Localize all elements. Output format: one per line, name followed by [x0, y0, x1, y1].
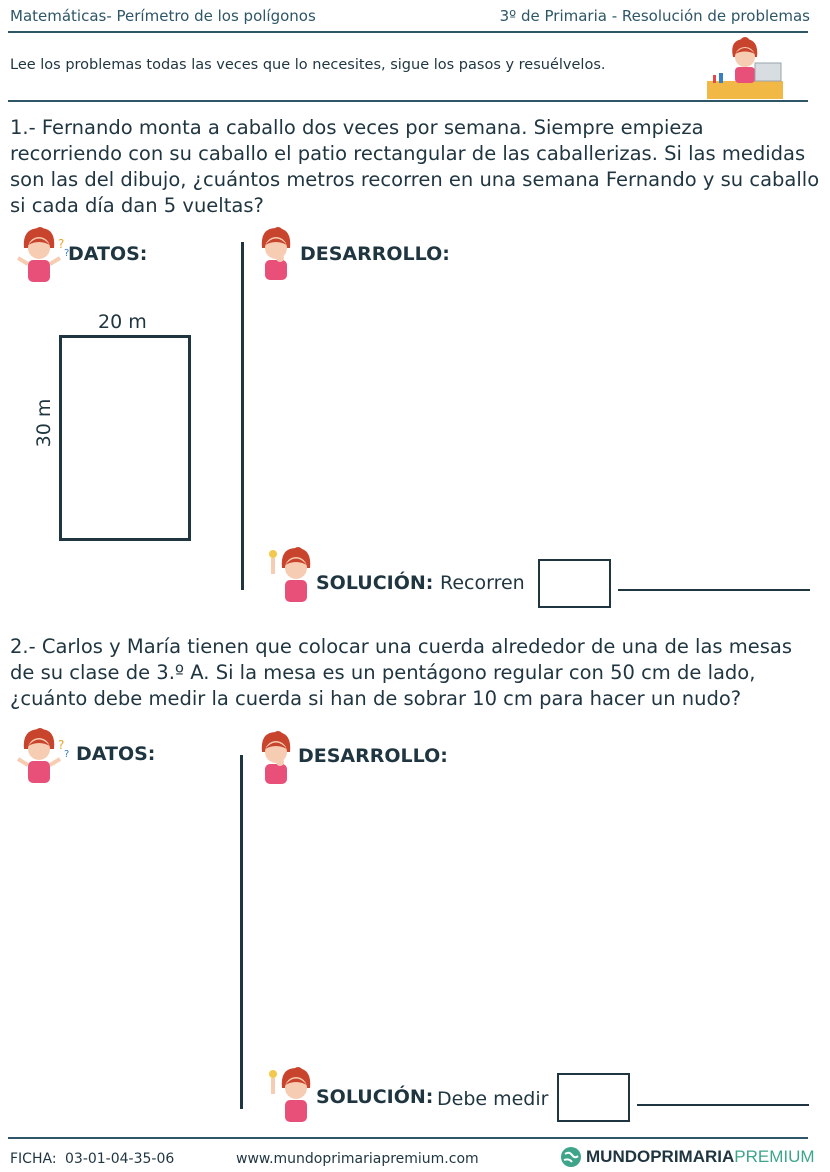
problem-2-column-divider [240, 755, 243, 1109]
footer-url[interactable]: www.mundoprimariapremium.com [236, 1151, 479, 1167]
girl-pondering-icon [261, 227, 291, 280]
brand-logo: MUNDO PRIMARIA PREMIUM [560, 1146, 815, 1168]
instructions-divider [8, 100, 808, 102]
problem-2-answer-line[interactable] [637, 1104, 809, 1106]
ficha-label: FICHA: [10, 1151, 57, 1167]
brand-mundo: MUNDO [586, 1147, 651, 1166]
footer-ficha: FICHA: 03-01-04-35-06 [10, 1151, 174, 1167]
girl-laptop-illustration [707, 37, 783, 99]
header-subject: Matemáticas- Perímetro de los polígonos [10, 7, 316, 25]
problem-1-solucion-text: Recorren [440, 572, 525, 594]
svg-text:?: ? [58, 237, 64, 251]
footer-divider [8, 1137, 808, 1139]
girl-thinking-icon: ? ? [16, 728, 69, 783]
brand-primaria: PRIMARIA [650, 1147, 735, 1166]
problem-1-answer-line[interactable] [618, 589, 810, 591]
brand-premium: PREMIUM [734, 1147, 815, 1166]
problem-1-datos-label: DATOS: [68, 243, 148, 265]
girl-idea-icon [269, 1067, 311, 1122]
globe-icon [561, 1147, 581, 1167]
svg-text:?: ? [58, 738, 64, 752]
problem-2-solucion-text: Debe medir [437, 1088, 549, 1110]
svg-text:?: ? [64, 749, 69, 760]
svg-text:?: ? [64, 248, 69, 259]
problem-1-column-divider [241, 242, 244, 590]
problem-1-solucion-label: SOLUCIÓN: [316, 572, 434, 594]
ficha-code: 03-01-04-35-06 [65, 1151, 175, 1167]
problem-2-solucion-label: SOLUCIÓN: [316, 1086, 434, 1108]
header-divider [8, 31, 808, 33]
girl-thinking-icon: ? ? [16, 227, 69, 282]
girl-idea-icon [269, 547, 311, 602]
problem-2-datos-label: DATOS: [76, 743, 156, 765]
problem-1-desarrollo-label: DESARROLLO: [300, 243, 450, 265]
problem-2-answer-box[interactable] [557, 1073, 630, 1122]
instructions: Lee los problemas todas las veces que lo… [10, 57, 606, 73]
problem-2-desarrollo-label: DESARROLLO: [298, 745, 448, 767]
rectangle-figure [59, 335, 191, 541]
header-grade: 3º de Primaria - Resolución de problemas [499, 7, 810, 25]
problem-2-text: 2.- Carlos y María tienen que colocar un… [10, 635, 793, 710]
problem-1-text: 1.- Fernando monta a caballo dos veces p… [10, 116, 820, 217]
rect-width-label: 20 m [98, 311, 147, 333]
problem-1-answer-box[interactable] [538, 559, 611, 608]
girl-pondering-icon [261, 731, 291, 784]
rect-height-label: 30 m [33, 398, 55, 448]
